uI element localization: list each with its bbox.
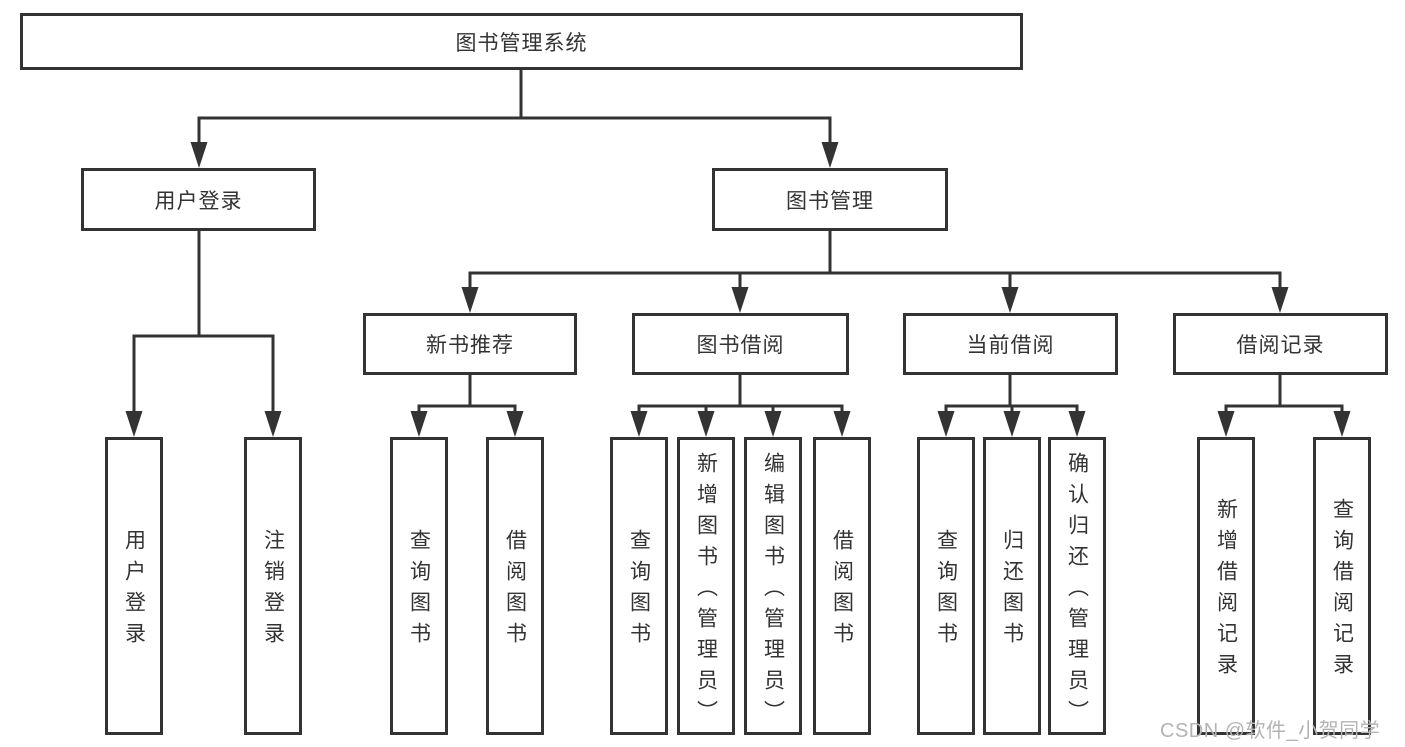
leaf-query-books-3: 查询图书: [917, 437, 975, 735]
node-user-login: 用户登录: [81, 168, 316, 231]
node-book-management: 图书管理: [712, 168, 948, 231]
leaf-user-login: 用户登录: [105, 437, 163, 735]
csdn-watermark: CSDN @软件_小贺同学: [1160, 720, 1381, 742]
node-book-borrow: 图书借阅: [632, 313, 849, 375]
leaf-logout: 注销登录: [244, 437, 302, 735]
leaf-add-borrow-record: 新增借阅记录: [1197, 437, 1255, 735]
leaf-query-books-1: 查询图书: [390, 437, 448, 735]
leaf-query-borrow-record: 查询借阅记录: [1313, 437, 1371, 735]
leaf-return-book: 归还图书: [983, 437, 1041, 735]
node-library-system: 图书管理系统: [20, 13, 1023, 70]
leaf-borrow-books-2: 借阅图书: [813, 437, 871, 735]
leaf-borrow-books-1: 借阅图书: [486, 437, 544, 735]
leaf-edit-book-admin: 编辑图书（管理员）: [744, 437, 802, 735]
node-current-borrow: 当前借阅: [903, 313, 1118, 375]
node-new-book-recommend: 新书推荐: [363, 313, 577, 375]
leaf-confirm-return-admin: 确认归还（管理员）: [1048, 437, 1106, 735]
leaf-query-books-2: 查询图书: [610, 437, 668, 735]
arrowheads: [125, 142, 1351, 437]
leaf-add-book-admin: 新增图书（管理员）: [677, 437, 735, 735]
node-borrow-records: 借阅记录: [1173, 313, 1388, 375]
